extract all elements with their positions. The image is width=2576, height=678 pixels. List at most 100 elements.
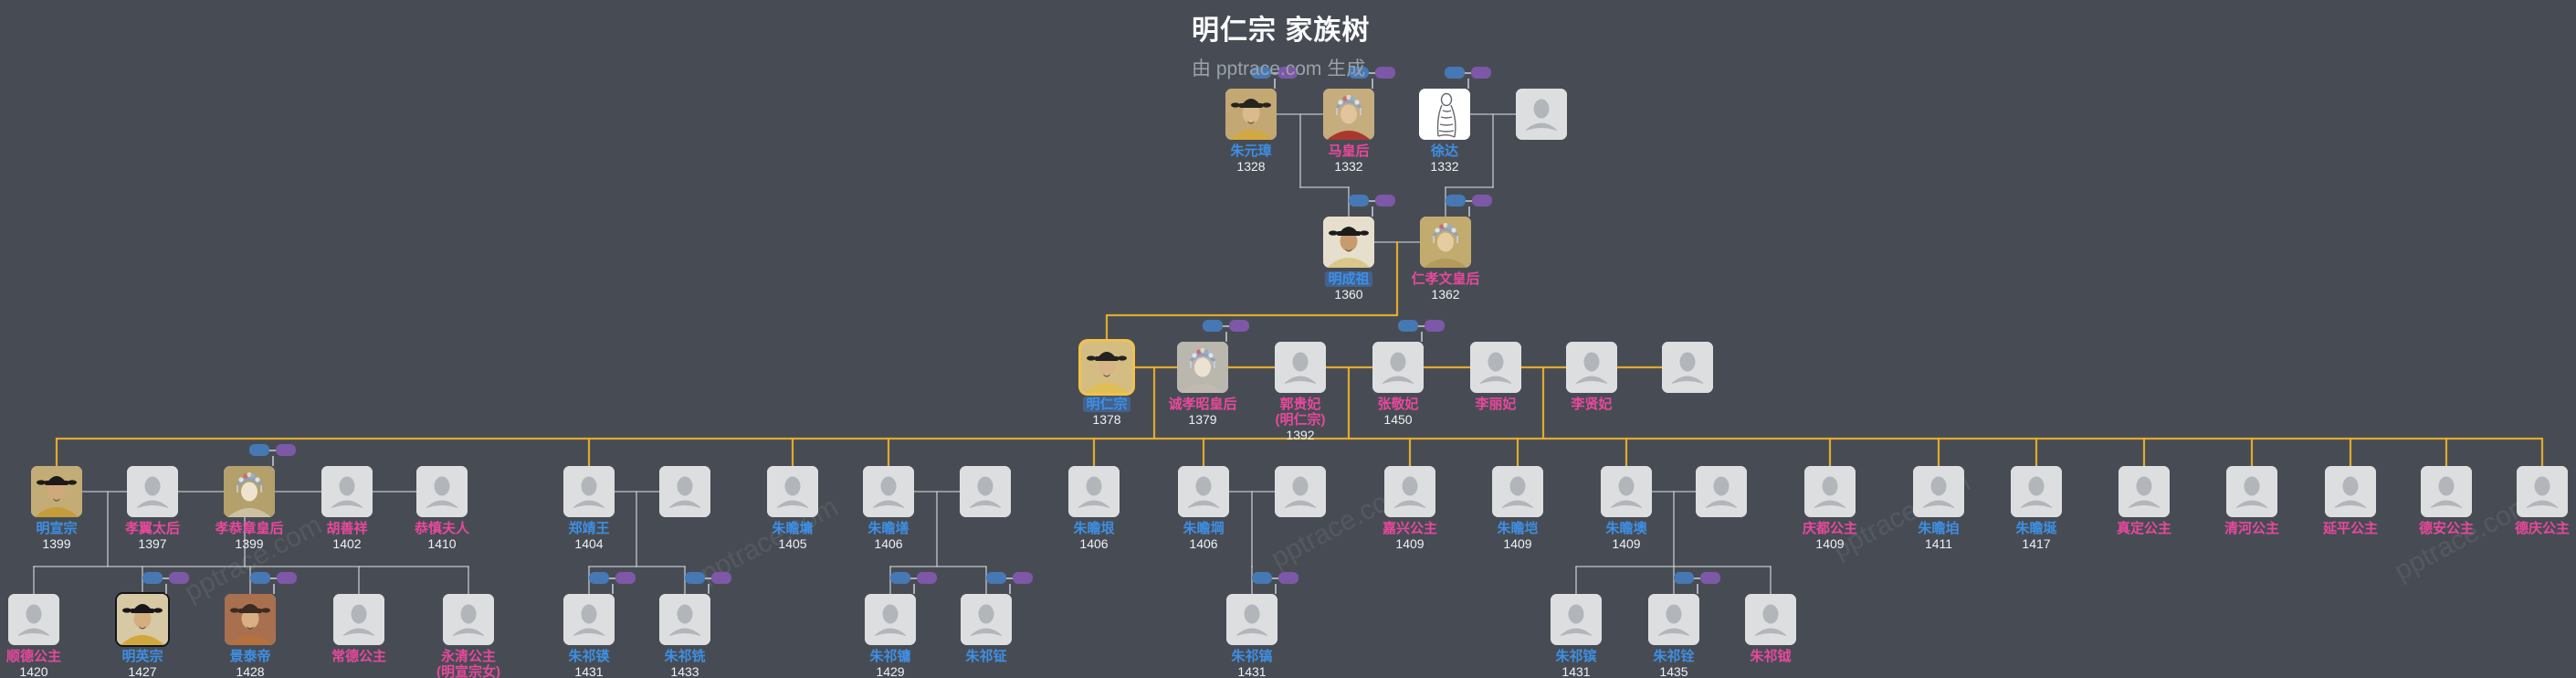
- person-portrait[interactable]: [224, 466, 275, 517]
- expand-toggle-button[interactable]: [615, 572, 636, 584]
- person-node-changde-gongzhu[interactable]: 常德公主: [300, 594, 418, 664]
- person-photo-placeholder[interactable]: [1275, 466, 1326, 517]
- person-portrait[interactable]: [1225, 89, 1277, 140]
- person-node-yanping-gongzhu[interactable]: 延平公主: [2291, 466, 2410, 536]
- person-portrait[interactable]: [1420, 217, 1471, 268]
- person-photo-placeholder[interactable]: [1551, 594, 1602, 645]
- person-photo-placeholder[interactable]: [1470, 342, 1521, 393]
- person-photo-placeholder[interactable]: [1275, 342, 1326, 393]
- expand-toggle-button[interactable]: [711, 572, 731, 584]
- person-node-consort-unknown[interactable]: [1628, 342, 1747, 393]
- person-photo-placeholder[interactable]: [1068, 466, 1120, 517]
- collapse-toggle-button[interactable]: [685, 572, 705, 584]
- person-photo-placeholder[interactable]: [563, 594, 615, 645]
- person-portrait[interactable]: [31, 466, 82, 517]
- person-photo-placeholder[interactable]: [563, 466, 615, 517]
- person-node-zhending-gongzhu[interactable]: 真定公主: [2085, 466, 2203, 536]
- person-photo-placeholder[interactable]: [960, 466, 1011, 517]
- collapse-toggle-button[interactable]: [986, 572, 1006, 584]
- person-photo-placeholder[interactable]: [1384, 466, 1435, 517]
- expand-toggle-button[interactable]: [1277, 67, 1298, 79]
- person-photo-placeholder[interactable]: [2119, 466, 2170, 517]
- person-node-zhu-zhanao-spouse[interactable]: [1662, 466, 1781, 517]
- expand-toggle-button[interactable]: [1375, 195, 1395, 207]
- person-photo-placeholder[interactable]: [1178, 466, 1229, 517]
- expand-toggle-button[interactable]: [1278, 572, 1299, 584]
- person-photo-placeholder[interactable]: [961, 594, 1012, 645]
- person-photo-placeholder[interactable]: [2226, 466, 2277, 517]
- collapse-toggle-button[interactable]: [1349, 67, 1369, 79]
- person-photo-placeholder[interactable]: [1913, 466, 1964, 517]
- person-photo-placeholder[interactable]: [443, 594, 494, 645]
- person-photo-placeholder[interactable]: [1648, 594, 1699, 645]
- person-node-qinghe-gongzhu[interactable]: 清河公主: [2192, 466, 2311, 536]
- person-node-li-xianfei[interactable]: 李贤妃: [1532, 342, 1651, 412]
- collapse-toggle-button[interactable]: [250, 572, 270, 584]
- expand-toggle-button[interactable]: [1229, 320, 1249, 332]
- person-node-zhengjing-wang-spouse[interactable]: [626, 466, 744, 517]
- person-node-zhu-zhangang-spouse[interactable]: [1241, 466, 1360, 517]
- collapse-toggle-button[interactable]: [890, 572, 910, 584]
- person-photo-placeholder[interactable]: [1372, 342, 1424, 393]
- person-photo-placeholder[interactable]: [1566, 342, 1617, 393]
- person-portrait[interactable]: [117, 594, 168, 645]
- person-photo-placeholder[interactable]: [2517, 466, 2568, 517]
- person-photo-placeholder[interactable]: [1492, 466, 1543, 517]
- expand-toggle-button[interactable]: [169, 572, 189, 584]
- person-node-xu-da-spouse[interactable]: [1482, 89, 1601, 140]
- collapse-toggle-button[interactable]: [589, 572, 609, 584]
- person-node-zhu-qiyue[interactable]: 朱祁钺: [1711, 594, 1830, 664]
- collapse-toggle-button[interactable]: [1398, 320, 1418, 332]
- expand-toggle-button[interactable]: [276, 444, 296, 456]
- expand-toggle-button[interactable]: [1472, 195, 1492, 207]
- expand-toggle-button[interactable]: [1375, 67, 1395, 79]
- person-photo-placeholder[interactable]: [416, 466, 468, 517]
- person-photo-placeholder[interactable]: [659, 466, 710, 517]
- person-photo-placeholder[interactable]: [863, 466, 914, 517]
- person-photo-placeholder[interactable]: [8, 594, 59, 645]
- expand-toggle-button[interactable]: [917, 572, 937, 584]
- collapse-toggle-button[interactable]: [1251, 67, 1271, 79]
- person-photo-placeholder[interactable]: [321, 466, 373, 517]
- person-node-yongqing-gongzhu[interactable]: 永清公主(明宣宗女): [409, 594, 528, 678]
- person-photo-placeholder[interactable]: [1745, 594, 1796, 645]
- expand-toggle-button[interactable]: [1425, 320, 1445, 332]
- collapse-toggle-button[interactable]: [1445, 67, 1465, 79]
- collapse-toggle-button[interactable]: [1349, 195, 1369, 207]
- person-photo-placeholder[interactable]: [2011, 466, 2062, 517]
- person-portrait[interactable]: [1323, 89, 1374, 140]
- person-photo-placeholder[interactable]: [333, 594, 384, 645]
- person-photo-placeholder[interactable]: [1804, 466, 1856, 517]
- person-photo-placeholder[interactable]: [1696, 466, 1747, 517]
- collapse-toggle-button[interactable]: [249, 444, 269, 456]
- person-node-li-lifei[interactable]: 李丽妃: [1436, 342, 1555, 412]
- person-photo-placeholder[interactable]: [1516, 89, 1567, 140]
